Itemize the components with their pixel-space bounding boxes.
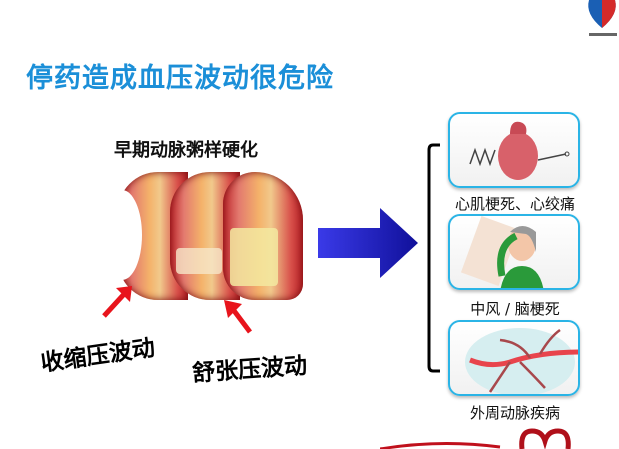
red-arrow-icon	[224, 300, 252, 334]
outcome-card-vessel	[448, 320, 580, 396]
outcome-label: 中风 / 脑梗死	[470, 300, 560, 318]
decorative-heart-icon	[380, 428, 571, 449]
artery-illustration	[102, 0, 303, 310]
outcome-card-heart	[448, 112, 580, 188]
stroke-patient-icon	[460, 216, 544, 288]
diastolic-fluctuation-label: 舒张压波动	[191, 353, 308, 387]
blood-vessel-icon	[465, 328, 578, 394]
red-arrow-icon	[102, 286, 132, 318]
artery-subtitle: 早期动脉粥样硬化	[114, 140, 258, 161]
right-arrow-icon	[318, 208, 418, 278]
outcome-label: 心肌梗死、心绞痛	[454, 195, 575, 213]
heart-icon	[469, 121, 570, 180]
outcome-card-stroke	[448, 214, 580, 290]
logo	[585, 0, 619, 40]
bracket	[427, 143, 440, 373]
systolic-fluctuation-label: 收缩压波动	[39, 335, 157, 377]
slide-title: 停药造成血压波动很危险	[26, 63, 334, 94]
outcome-label: 外周动脉疾病	[469, 404, 560, 422]
